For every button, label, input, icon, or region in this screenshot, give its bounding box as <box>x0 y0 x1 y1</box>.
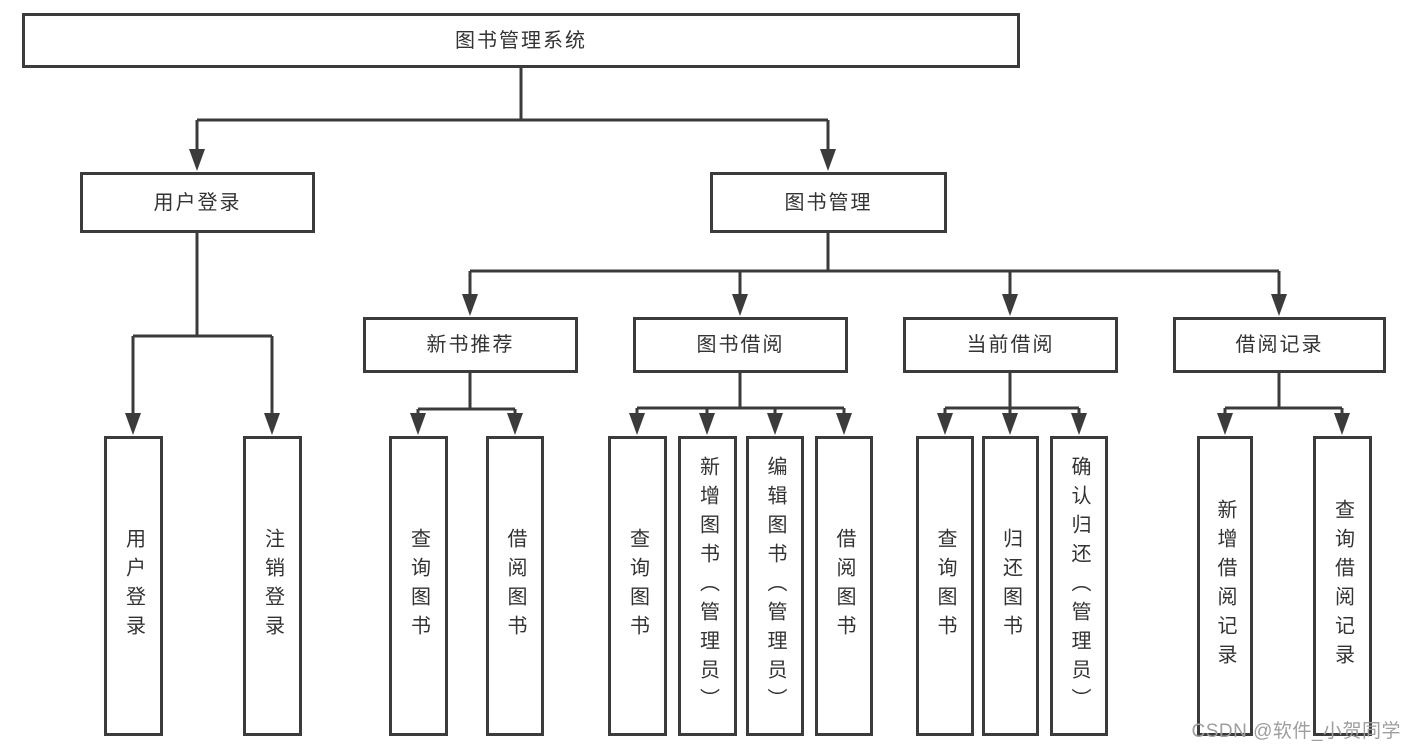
node-leaf-borrow-books-2: 借阅图书 <box>815 436 873 736</box>
arrow-down-icon <box>1217 413 1233 435</box>
arrow-down-icon <box>1334 413 1350 435</box>
arrow-down-icon <box>189 149 205 171</box>
node-new-book-recommend: 新书推荐 <box>363 317 578 373</box>
arrow-down-icon <box>507 413 523 435</box>
arrow-down-icon <box>629 413 645 435</box>
node-leaf-add-borrow-record: 新增借阅记录 <box>1197 436 1253 736</box>
arrow-down-icon <box>1002 294 1018 316</box>
node-leaf-logout: 注销登录 <box>243 436 302 736</box>
node-leaf-user-login: 用户登录 <box>104 436 163 736</box>
node-leaf-edit-books-admin: 编辑图书（管理员） <box>746 436 804 736</box>
node-book-borrow: 图书借阅 <box>633 317 848 373</box>
arrow-down-icon <box>732 294 748 316</box>
arrow-down-icon <box>1271 294 1287 316</box>
node-user-login: 用户登录 <box>80 172 315 233</box>
node-leaf-query-books-1: 查询图书 <box>389 436 448 736</box>
arrow-down-icon <box>125 413 141 435</box>
arrowheads <box>125 149 1350 435</box>
node-book-management: 图书管理 <box>710 172 947 233</box>
arrow-down-icon <box>836 413 852 435</box>
arrow-down-icon <box>820 149 836 171</box>
node-leaf-add-books-admin: 新增图书（管理员） <box>678 436 737 736</box>
node-leaf-query-books-2: 查询图书 <box>608 436 667 736</box>
node-borrow-records: 借阅记录 <box>1173 317 1386 373</box>
arrow-down-icon <box>462 294 478 316</box>
node-leaf-query-books-3: 查询图书 <box>916 436 974 736</box>
node-leaf-query-borrow-record: 查询借阅记录 <box>1313 436 1372 736</box>
node-leaf-confirm-return-admin: 确认归还（管理员） <box>1050 436 1108 736</box>
arrow-down-icon <box>937 413 953 435</box>
node-leaf-return-books: 归还图书 <box>982 436 1039 736</box>
arrow-down-icon <box>410 413 426 435</box>
arrow-down-icon <box>699 413 715 435</box>
node-leaf-borrow-books-1: 借阅图书 <box>486 436 544 736</box>
watermark: CSDN @软件_小贺同学 <box>1191 721 1401 742</box>
arrow-down-icon <box>1071 413 1087 435</box>
arrow-down-icon <box>767 413 783 435</box>
node-current-borrow: 当前借阅 <box>903 317 1118 373</box>
arrow-down-icon <box>1002 413 1018 435</box>
arrow-down-icon <box>264 413 280 435</box>
node-root: 图书管理系统 <box>22 13 1020 68</box>
